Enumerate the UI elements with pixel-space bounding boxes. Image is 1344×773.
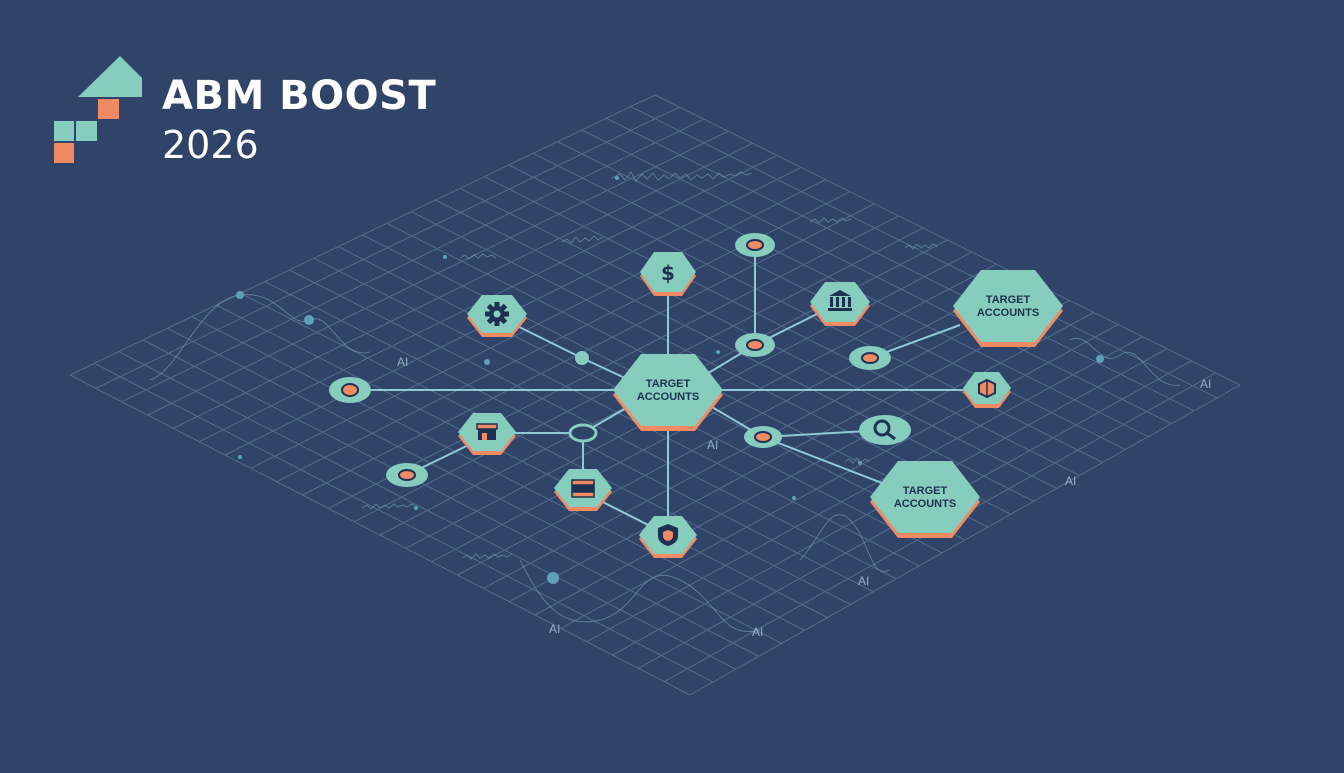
target-accounts-lower-right: TARGET ACCOUNTS	[870, 461, 980, 538]
box-icon	[978, 378, 996, 399]
store-icon	[476, 423, 498, 440]
ring-node	[329, 377, 371, 403]
target-label-line1: TARGET	[986, 294, 1031, 306]
grid-line	[586, 336, 1143, 643]
target-label-line2: ACCOUNTS	[637, 391, 699, 403]
ai-label: AI	[858, 574, 869, 588]
bank-node	[810, 282, 870, 326]
grid-line	[606, 117, 1195, 412]
ai-label: AI	[1200, 377, 1211, 391]
grid-line	[654, 94, 1241, 386]
ai-label: AI	[707, 438, 718, 452]
target-account-nodes: TARGET ACCOUNTS TARGET ACCOUNTS TARGET A…	[613, 270, 1063, 538]
shield-node	[639, 516, 697, 558]
database-icon	[571, 479, 595, 498]
ai-label: AI	[549, 622, 560, 636]
grid-line	[534, 312, 1094, 616]
ring-node	[735, 233, 775, 257]
box-node	[963, 372, 1011, 408]
target-label-line1: TARGET	[646, 378, 691, 390]
grid-line	[581, 129, 1172, 425]
ai-labels: AI AI AI AI AI AI AI	[397, 355, 1211, 639]
bank-icon	[828, 290, 852, 311]
dollar-icon: $	[661, 261, 675, 285]
brand-year: 2026	[162, 123, 259, 167]
ai-label: AI	[1065, 474, 1076, 488]
shield-icon	[658, 524, 678, 546]
grid-line	[689, 384, 1241, 696]
target-accounts-upper-right: TARGET ACCOUNTS	[953, 270, 1063, 347]
icon-nodes: $	[458, 252, 1011, 558]
target-label-line2: ACCOUNTS	[894, 498, 956, 510]
search-node	[859, 415, 911, 445]
target-accounts-center: TARGET ACCOUNTS	[613, 354, 723, 431]
gear-node	[467, 295, 527, 337]
grid-line	[630, 106, 1218, 399]
ring-node-small	[575, 351, 589, 365]
dollar-node: $	[640, 252, 696, 296]
search-icon	[873, 419, 896, 441]
ai-label: AI	[397, 355, 408, 369]
gear-icon	[485, 302, 509, 326]
database-node	[554, 469, 612, 511]
signal-waves	[149, 171, 1181, 632]
logo-icon	[54, 56, 142, 163]
ring-nodes	[329, 233, 891, 487]
ring-node	[735, 333, 775, 357]
brand-title: ABM BOOST	[162, 73, 437, 119]
ring-node	[386, 463, 428, 487]
ring-node-empty	[568, 423, 598, 443]
target-label-line1: TARGET	[903, 485, 948, 497]
scatter-dots	[236, 176, 1104, 584]
store-node	[458, 413, 516, 455]
ai-label: AI	[752, 625, 763, 639]
grid-line	[435, 199, 1034, 502]
ring-node	[744, 426, 782, 448]
target-label-line2: ACCOUNTS	[977, 307, 1039, 319]
ring-node	[849, 346, 891, 370]
